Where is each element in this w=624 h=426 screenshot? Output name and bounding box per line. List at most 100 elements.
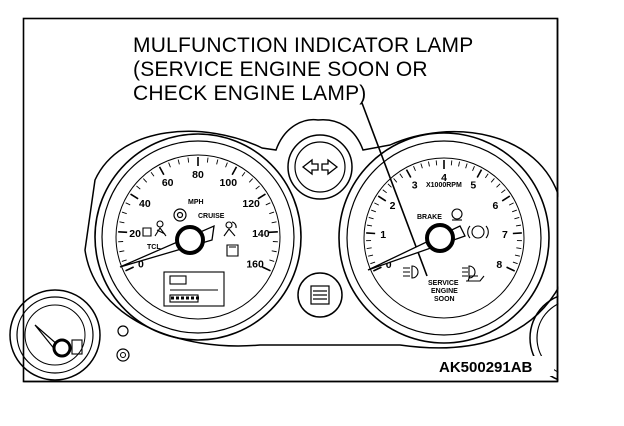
seatbelt-icon <box>154 220 167 237</box>
abs-icon <box>467 225 489 239</box>
major-tick <box>506 266 516 272</box>
minor-tick <box>484 173 489 179</box>
minor-tick <box>206 157 209 163</box>
minor-tick <box>512 261 518 265</box>
warning-icon <box>142 227 152 237</box>
speedometer-tick-label: 160 <box>246 259 264 271</box>
tachometer-bezel-outer <box>338 132 550 344</box>
minor-tick <box>371 209 377 213</box>
tachometer-tick-label: 2 <box>390 200 396 212</box>
major-tick <box>125 266 134 272</box>
minor-tick <box>366 224 373 227</box>
minor-tick <box>136 185 141 190</box>
tachometer-tick-label: 0 <box>386 259 392 271</box>
speedometer-bezel-outer <box>94 133 302 341</box>
minor-tick <box>399 173 404 179</box>
minor-tick <box>368 254 374 257</box>
tachometer-tick-label: 5 <box>470 180 476 192</box>
tachometer-dial <box>363 157 525 319</box>
minor-tick <box>368 217 374 220</box>
speedometer-tick-label: 80 <box>192 169 204 181</box>
center-indicators <box>287 134 353 318</box>
tachometer-tick-label: 3 <box>412 180 418 192</box>
airbag-icon <box>223 221 237 237</box>
major-tick <box>158 166 165 176</box>
minor-tick <box>387 183 392 188</box>
major-tick <box>405 169 412 178</box>
fuel-gauge <box>9 289 130 381</box>
headlight-icon <box>403 265 419 279</box>
minor-tick <box>465 163 468 169</box>
tachometer-bezel-inner <box>346 140 542 336</box>
speedometer-tick-label: 20 <box>129 228 141 240</box>
minor-tick <box>125 202 131 206</box>
minor-tick <box>508 202 514 206</box>
minor-tick <box>150 171 155 177</box>
figure-id-background <box>436 356 554 376</box>
cluster-housing <box>84 118 561 349</box>
speedometer-ticks <box>118 157 278 272</box>
minor-tick <box>496 183 501 188</box>
major-tick <box>501 195 511 202</box>
tachometer-ticks <box>366 160 522 272</box>
major-tick <box>268 230 278 234</box>
minor-tick <box>269 211 275 215</box>
major-tick <box>118 230 128 234</box>
minor-tick <box>374 202 380 206</box>
minor-tick <box>366 247 372 249</box>
tachometer-unit: X1000RPM <box>426 182 462 189</box>
minor-tick <box>168 162 171 168</box>
minor-tick <box>121 211 127 215</box>
fog-light-icon <box>462 265 476 279</box>
minor-tick <box>119 221 125 224</box>
brake-warning-icon <box>451 208 463 221</box>
minor-tick <box>420 163 423 169</box>
tachometer-tick-label: 8 <box>496 259 502 271</box>
hazard-icon <box>310 285 330 305</box>
minor-tick <box>248 178 254 183</box>
minor-tick <box>241 171 246 177</box>
tcl-label: TCL <box>147 244 161 251</box>
minor-tick <box>514 217 520 220</box>
speedometer-tick-label: 140 <box>252 228 270 240</box>
major-tick <box>257 193 266 200</box>
minor-tick <box>271 250 277 253</box>
minor-tick <box>458 161 460 167</box>
major-tick <box>231 166 238 176</box>
major-tick <box>262 266 271 272</box>
odometer-display <box>163 271 225 307</box>
mil-label-line-1: SERVICE <box>428 280 459 287</box>
minor-tick <box>121 259 127 262</box>
minor-tick <box>119 250 125 253</box>
major-tick <box>512 232 522 235</box>
mil-label-line-3: SOON <box>434 296 455 303</box>
turn-signal-bezel <box>294 141 346 193</box>
cruise-label: CRUISE <box>198 213 225 220</box>
hazard-housing <box>297 272 343 318</box>
speedometer-tick-label: 40 <box>139 198 151 210</box>
major-tick <box>130 193 139 200</box>
minor-tick <box>187 157 190 163</box>
major-tick <box>377 195 387 202</box>
minor-tick <box>271 221 277 224</box>
minor-tick <box>515 224 522 227</box>
minor-tick <box>428 161 430 167</box>
frame-mask-bottom <box>0 382 624 426</box>
speedometer-dial <box>115 154 281 320</box>
speedometer-bezel-inner <box>101 140 295 334</box>
speedometer-tick-label: 100 <box>220 177 238 189</box>
minor-tick <box>370 261 376 265</box>
minor-tick <box>216 159 219 165</box>
callout-line-2: (SERVICE ENGINE SOON OR <box>133 58 428 81</box>
minor-tick <box>450 160 453 166</box>
callout-label: MULFUNCTION INDICATOR LAMP (SERVICE ENGI… <box>133 34 473 105</box>
major-tick <box>476 169 483 178</box>
minor-tick <box>516 247 522 249</box>
figure-frame <box>22 17 559 383</box>
door-ajar-icon <box>226 244 239 257</box>
speedometer-hub <box>175 225 205 255</box>
